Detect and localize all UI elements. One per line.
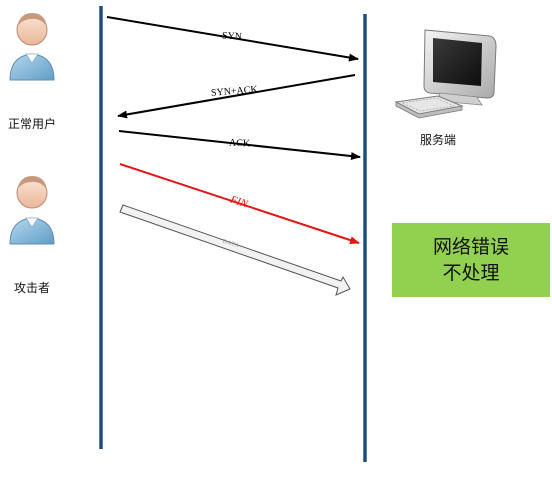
ack-label: ACK (228, 137, 251, 150)
fin-arrow (119, 163, 360, 244)
ack-arrow (118, 130, 361, 161)
attacker-label: 攻击者 (14, 281, 51, 295)
syn-arrow (106, 16, 359, 62)
server-label: 服务端 (420, 133, 457, 147)
normal-user-label: 正常用户 (8, 117, 57, 131)
syn-label: SYN (221, 30, 243, 43)
syn-ack-arrow (117, 74, 356, 119)
network-error-box: 网络错误 不处理 (392, 223, 550, 297)
data-block-arrow (119, 204, 351, 296)
error-box-line1: 网络错误 (432, 236, 509, 258)
server-computer-icon (394, 29, 497, 119)
attacker-figure-icon (9, 176, 55, 245)
error-box-line2: 不处理 (442, 262, 500, 284)
user-figure-icon (9, 13, 55, 81)
